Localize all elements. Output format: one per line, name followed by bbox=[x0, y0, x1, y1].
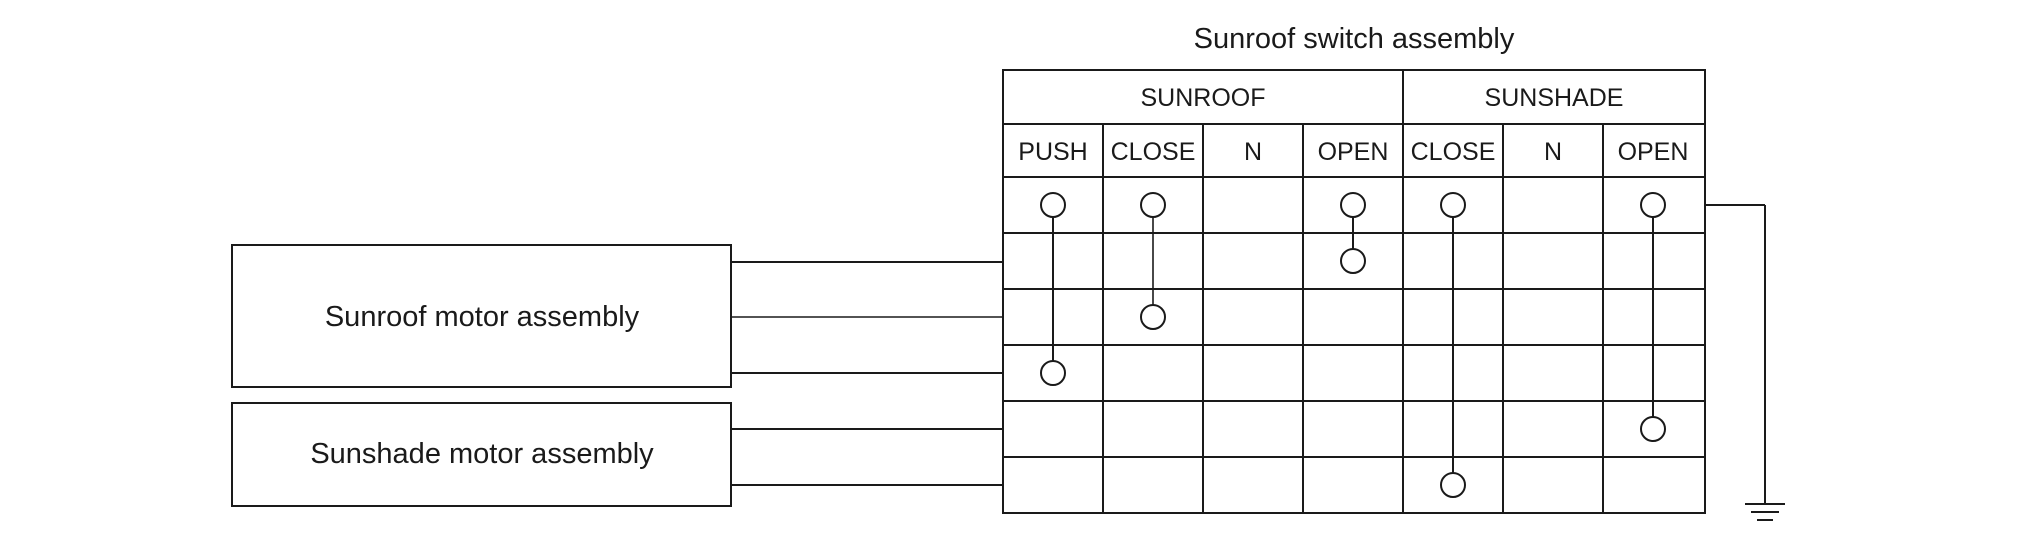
sunroof-motor-label: Sunroof motor assembly bbox=[325, 301, 640, 333]
contact-circle bbox=[1440, 472, 1466, 498]
contact-circle bbox=[1040, 360, 1066, 386]
contact-circle bbox=[1440, 192, 1466, 218]
ground-icon bbox=[1705, 204, 1785, 521]
column-header-sunroof-open: OPEN bbox=[1318, 138, 1389, 166]
column-header-push: PUSH bbox=[1018, 138, 1087, 166]
contact-circles bbox=[1040, 192, 1666, 498]
contact-circle bbox=[1140, 304, 1166, 330]
wires bbox=[731, 261, 1003, 486]
sunshade-motor-label: Sunshade motor assembly bbox=[310, 438, 654, 470]
column-header-sunroof-close: CLOSE bbox=[1111, 138, 1196, 166]
column-header-sunshade-close: CLOSE bbox=[1411, 138, 1496, 166]
group-header-sunshade: SUNSHADE bbox=[1485, 84, 1624, 112]
contact-circle bbox=[1340, 248, 1366, 274]
contact-circle bbox=[1340, 192, 1366, 218]
column-header-sunshade-n: N bbox=[1544, 138, 1562, 166]
sunroof-motor-box bbox=[231, 244, 732, 388]
group-header-sunroof: SUNROOF bbox=[1141, 84, 1266, 112]
switch-table bbox=[1002, 69, 1706, 514]
sunshade-motor-box bbox=[231, 402, 732, 507]
contact-circle bbox=[1640, 416, 1666, 442]
column-header-sunshade-open: OPEN bbox=[1618, 138, 1689, 166]
contact-links bbox=[1052, 216, 1654, 473]
contact-circle bbox=[1040, 192, 1066, 218]
contact-circle bbox=[1140, 192, 1166, 218]
contact-circle bbox=[1640, 192, 1666, 218]
diagram-title: Sunroof switch assembly bbox=[1194, 23, 1515, 55]
column-header-sunroof-n: N bbox=[1244, 138, 1262, 166]
